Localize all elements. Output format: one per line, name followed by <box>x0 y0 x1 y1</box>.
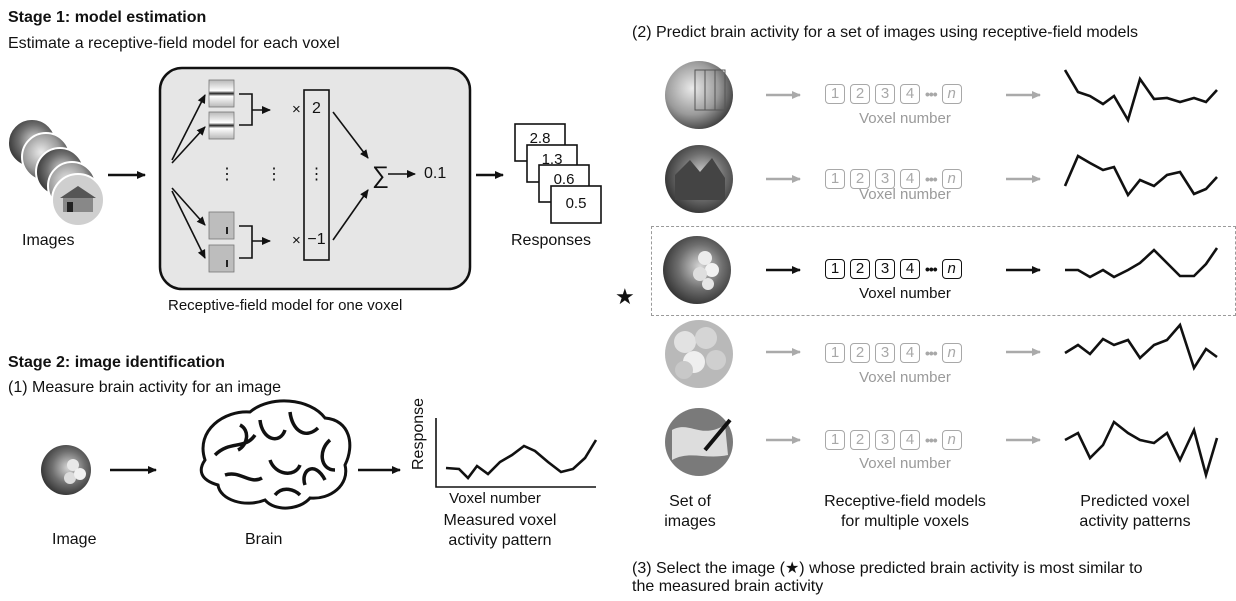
images-label: Images <box>22 232 75 249</box>
voxel-box: 1 <box>825 259 845 279</box>
stage2-title: Stage 2: image identification <box>8 354 225 371</box>
voxel-number-row2: Voxel number <box>859 186 951 203</box>
voxel-box: 2 <box>850 343 870 363</box>
responses-label: Responses <box>511 232 592 249</box>
response-4: 0.5 <box>565 195 587 212</box>
response-2: 1.3 <box>541 151 563 168</box>
sum-symbol: ∑ <box>372 162 390 189</box>
image-label: Image <box>52 531 97 548</box>
col-pred-2: activity patterns <box>1079 513 1191 530</box>
voxel-ellipsis: ••• <box>925 432 938 448</box>
candidate-images <box>663 61 733 476</box>
stage2-image-thumb <box>41 445 91 495</box>
voxel-box: n <box>941 343 962 363</box>
voxel-ellipsis: ••• <box>925 261 938 277</box>
voxel-box: 4 <box>900 343 920 363</box>
col-rf-2: for multiple voxels <box>840 513 970 530</box>
predicted-patterns <box>1063 69 1219 480</box>
multiply-bottom: × <box>292 232 301 249</box>
bracket-dots: ⋮ <box>266 166 282 183</box>
voxel-box: 1 <box>825 343 845 363</box>
filter-dots: ⋮ <box>219 166 235 183</box>
weight-n: −1 <box>307 231 326 248</box>
voxel-number-row4: Voxel number <box>859 369 951 386</box>
receptive-field-model-box <box>158 66 472 291</box>
output-value: 0.1 <box>424 165 447 182</box>
col-rf-1: Receptive-field models <box>824 493 986 510</box>
x-axis-label: Voxel number <box>449 490 541 507</box>
voxel-number-row1: Voxel number <box>859 110 951 127</box>
multiply-top: × <box>292 101 301 118</box>
voxel-ellipsis: ••• <box>925 345 938 361</box>
step2-text: (2) Predict brain activity for a set of … <box>632 24 1138 41</box>
voxel-box: n <box>941 259 962 279</box>
voxel-box: 4 <box>900 259 920 279</box>
col-set-1: Set of <box>669 493 711 510</box>
step1-text: (1) Measure brain activity for an image <box>8 379 281 396</box>
voxel-box: 2 <box>850 84 870 104</box>
weight-1: 2 <box>312 100 321 117</box>
voxel-box: 1 <box>825 430 845 450</box>
gabor-filters <box>208 79 235 273</box>
step3-line1: (3) Select the image (★) whose predicted… <box>632 560 1143 577</box>
voxel-ellipsis: ••• <box>925 86 938 102</box>
response-3: 0.6 <box>553 171 575 188</box>
response-1: 2.8 <box>529 130 551 147</box>
step3-line2: the measured brain activity <box>632 578 824 595</box>
voxel-box: 2 <box>850 430 870 450</box>
col-set-2: images <box>664 513 716 530</box>
measured-chart <box>435 418 598 488</box>
voxel-box: 4 <box>900 169 920 189</box>
voxel-box: 3 <box>875 169 895 189</box>
voxel-ellipsis: ••• <box>925 171 938 187</box>
voxel-number-row3: Voxel number <box>859 285 951 302</box>
voxel-box: 3 <box>875 430 895 450</box>
voxel-box: 2 <box>850 259 870 279</box>
stage1-subtitle: Estimate a receptive-field model for eac… <box>8 35 340 52</box>
weights-vector-box <box>303 89 330 261</box>
col-pred-1: Predicted voxel <box>1080 493 1190 510</box>
row-arrows <box>766 91 1041 444</box>
stage1-title: Stage 1: model estimation <box>8 9 207 26</box>
stage1-image-stack <box>7 118 105 227</box>
brain-label: Brain <box>245 531 283 548</box>
measured-label-2: activity pattern <box>448 532 552 549</box>
voxel-box: 1 <box>825 84 845 104</box>
voxel-box: 3 <box>875 84 895 104</box>
measured-label-1: Measured voxel <box>443 512 557 529</box>
selected-star-icon: ★ <box>615 284 635 309</box>
voxel-box: n <box>941 84 962 104</box>
response-cards <box>514 123 602 224</box>
weight-dots: ⋮ <box>308 166 325 183</box>
model-caption: Receptive-field model for one voxel <box>168 297 403 314</box>
voxel-box: 3 <box>875 343 895 363</box>
voxel-box: 1 <box>825 169 845 189</box>
voxel-box: 4 <box>900 430 920 450</box>
voxel-number-row5: Voxel number <box>859 455 951 472</box>
brain-drawing <box>199 399 352 510</box>
voxel-box: 4 <box>900 84 920 104</box>
voxel-box: 2 <box>850 169 870 189</box>
voxel-box: 3 <box>875 259 895 279</box>
voxel-box: n <box>941 430 962 450</box>
voxel-box: n <box>941 169 962 189</box>
